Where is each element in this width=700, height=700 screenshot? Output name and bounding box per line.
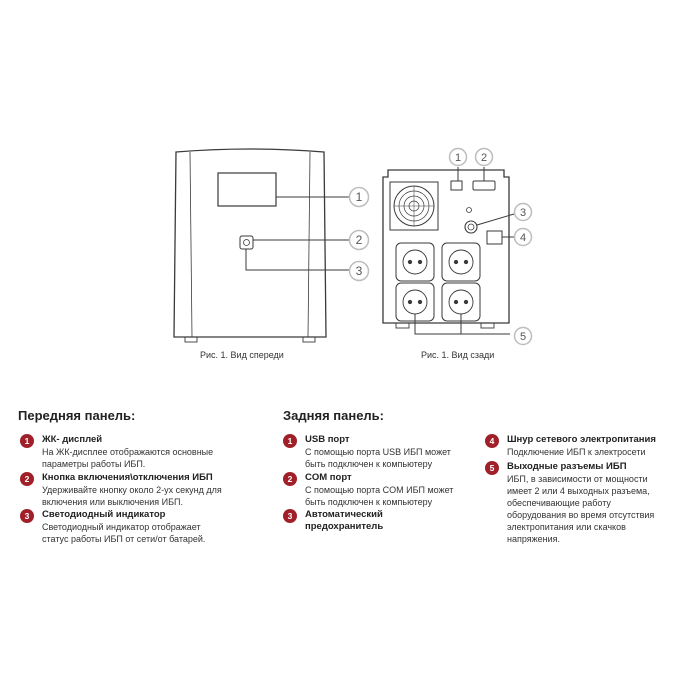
screw — [466, 207, 472, 213]
front-foot-left — [184, 336, 198, 343]
breaker — [464, 220, 478, 234]
back-item-2-title: COM порт — [305, 472, 352, 483]
back-view — [382, 169, 510, 329]
back-callout-1: 1 — [455, 152, 461, 164]
back-view-caption: Рис. 1. Вид сзади — [421, 350, 495, 360]
badge-3: 3 — [20, 509, 34, 523]
back-leaders — [414, 167, 515, 335]
power-inlet — [486, 230, 503, 245]
com-port — [472, 180, 496, 191]
front-item-2-desc: Удерживайте кнопку около 2-ух секунд для… — [42, 485, 222, 507]
front-item-1: 1 ЖК- дисплей На ЖК-дисплее отображаются… — [20, 434, 265, 470]
back-item-3: 3 Автоматический предохранитель — [283, 509, 473, 533]
back-item-5-desc: ИБП, в зависимости от мощности имеет 2 и… — [507, 474, 655, 544]
back-foot-left — [395, 322, 410, 329]
front-callouts: 1 2 3 — [348, 186, 370, 282]
fan-housing — [389, 181, 439, 231]
front-side-line-left — [189, 151, 193, 338]
back-foot-right — [480, 322, 495, 329]
back-panel-title: Задняя панель: — [283, 408, 385, 423]
badge-5: 5 — [485, 461, 499, 475]
front-panel-title: Передняя панель: — [18, 408, 136, 423]
back-callouts: 1 2 3 4 5 — [448, 147, 533, 346]
back-item-5: 5 Выходные разъемы ИБП ИБП, в зависимост… — [485, 461, 690, 545]
back-item-2: 2 COM порт С помощью порта COM ИБП может… — [283, 472, 473, 508]
front-side-line-right — [307, 151, 311, 338]
outlet-1 — [395, 242, 435, 282]
back-item-4: 4 Шнур сетевого электропитания Подключен… — [485, 434, 690, 458]
front-callout-2: 2 — [356, 233, 363, 247]
lcd-display — [217, 172, 277, 207]
front-item-1-title: ЖК- дисплей — [42, 434, 103, 445]
front-callout-1: 1 — [356, 190, 363, 204]
back-item-4-title: Шнур сетевого электропитания — [507, 434, 656, 445]
back-item-3-title: Автоматический предохранитель — [305, 509, 384, 532]
front-item-3-desc: Светодиодный индикатор отображает статус… — [42, 522, 206, 544]
power-button — [239, 235, 254, 250]
power-icon — [243, 239, 250, 246]
back-item-2-desc: С помощью порта COM ИБП может быть подкл… — [305, 485, 454, 507]
badge-1: 1 — [20, 434, 34, 448]
ups-diagram: 1 2 3 — [173, 147, 533, 346]
badge-1: 1 — [283, 434, 297, 448]
badge-3: 3 — [283, 509, 297, 523]
back-item-1-desc: С помощью порта USB ИБП может быть подкл… — [305, 447, 451, 469]
back-item-1: 1 USB порт С помощью порта USB ИБП может… — [283, 434, 473, 470]
back-callout-2: 2 — [481, 152, 487, 164]
outlet-2 — [441, 242, 481, 282]
front-callout-3: 3 — [356, 264, 363, 278]
front-foot-right — [302, 336, 316, 343]
badge-2: 2 — [20, 472, 34, 486]
badge-2: 2 — [283, 472, 297, 486]
back-item-5-title: Выходные разъемы ИБП — [507, 461, 627, 472]
front-leaders — [245, 196, 350, 271]
front-view — [173, 148, 327, 343]
back-callout-5: 5 — [520, 331, 526, 343]
front-view-caption: Рис. 1. Вид спереди — [200, 350, 284, 360]
back-item-4-desc: Подключение ИБП к электросети — [507, 447, 646, 457]
front-item-2-title: Кнопка включения\отключения ИБП — [42, 472, 213, 483]
back-callout-3: 3 — [520, 207, 526, 219]
back-item-1-title: USB порт — [305, 434, 350, 445]
back-callout-4: 4 — [520, 232, 526, 244]
usb-port — [450, 180, 463, 191]
front-item-3: 3 Светодиодный индикатор Светодиодный ин… — [20, 509, 265, 545]
back-body — [382, 169, 510, 324]
front-item-2: 2 Кнопка включения\отключения ИБП Удержи… — [20, 472, 265, 508]
badge-4: 4 — [485, 434, 499, 448]
front-item-1-desc: На ЖК-дисплее отображаются основные пара… — [42, 447, 214, 469]
front-item-3-title: Светодиодный индикатор — [42, 509, 166, 520]
front-body — [173, 148, 327, 338]
